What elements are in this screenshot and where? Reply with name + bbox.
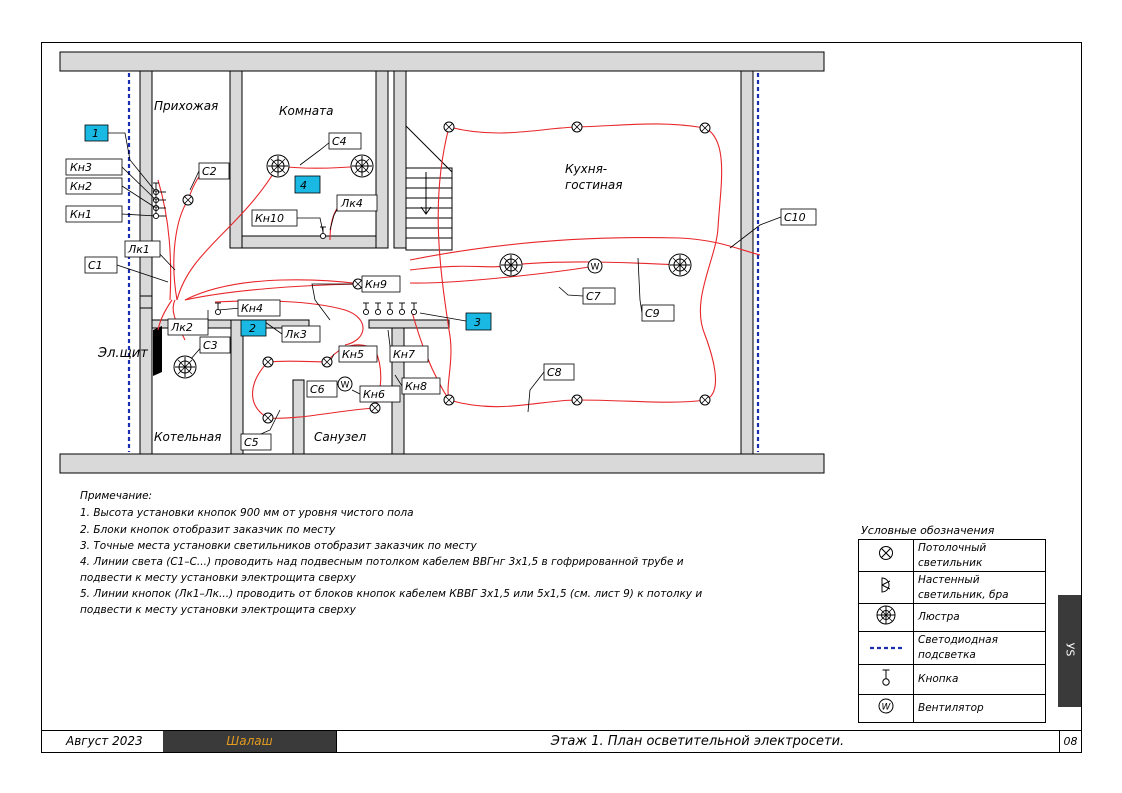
legend-text-6: Вентилятор xyxy=(918,702,984,714)
label-c10: С10 xyxy=(784,211,806,224)
label-lk1: Лк1 xyxy=(127,243,150,256)
label-lk4: Лк4 xyxy=(340,197,363,210)
legend-title: Условные обозначения xyxy=(861,524,995,537)
button-icon xyxy=(882,669,890,686)
label-c2: С2 xyxy=(202,165,217,178)
svg-text:1: 1 xyxy=(92,127,99,140)
label-c7: С7 xyxy=(586,290,601,303)
legend-table: Потолочный светильник Настенный светильник… xyxy=(858,539,1046,723)
label-kn1: Кн1 xyxy=(70,208,92,221)
note-2: 2. Блоки кнопок отобразит заказчик по ме… xyxy=(80,524,336,536)
label-kn5: Кн5 xyxy=(342,348,364,361)
ceiling-light-icon xyxy=(879,546,893,560)
switch-block-3: 3 xyxy=(465,312,492,331)
room-kitchen-line1: Кухня- xyxy=(565,162,607,176)
staircase xyxy=(405,125,453,251)
label-c4: С4 xyxy=(332,135,347,148)
label-c3: С3 xyxy=(203,339,218,352)
footer-date: Август 2023 xyxy=(66,734,143,748)
switch-block-1: 1 xyxy=(84,124,109,142)
note-5a: 5. Линии кнопок (Лк1–Лк...) проводить от… xyxy=(80,588,703,600)
label-lk2: Лк2 xyxy=(170,321,193,334)
label-kn4: Кн4 xyxy=(241,302,263,315)
legend-text-1b: светильник xyxy=(918,556,983,569)
legend-text-2a: Настенный xyxy=(918,573,980,586)
note-5b: подвести к месту установки электрощита с… xyxy=(80,604,356,616)
legend-row-fan: W Вентилятор xyxy=(858,694,1046,723)
room-boiler: Котельная xyxy=(154,430,221,444)
walls xyxy=(59,51,825,474)
legend-row-button: Кнопка xyxy=(858,664,1046,695)
label-c6: С6 xyxy=(310,383,325,396)
chandelier-icon xyxy=(876,605,896,625)
notes-title: Примечание: xyxy=(80,490,153,502)
legend-text-4b: подсветка xyxy=(918,649,976,661)
switch-block-4: 4 xyxy=(294,175,321,194)
label-kn10: Кн10 xyxy=(255,212,284,225)
note-4a: 4. Линии света (С1–С...) проводить над п… xyxy=(80,556,684,568)
side-tab-label: УS xyxy=(1063,642,1077,657)
sheet-frame xyxy=(41,42,1082,753)
legend-text-5: Кнопка xyxy=(918,673,959,685)
label-kn3: Кн3 xyxy=(70,161,92,174)
note-3: 3. Точные места установки светильников о… xyxy=(80,540,477,552)
svg-text:W: W xyxy=(882,703,892,713)
label-kn6: Кн6 xyxy=(363,388,385,401)
room-bathroom: Санузел xyxy=(314,430,366,444)
wiring xyxy=(157,123,761,419)
label-kn9: Кн9 xyxy=(365,278,387,291)
panel-label: Эл.щит xyxy=(97,346,148,361)
footer-project: Шалаш xyxy=(226,734,273,748)
legend-text-1a: Потолочный xyxy=(918,541,987,554)
label-kn2: Кн2 xyxy=(70,180,92,193)
room-kitchen-line2: гостиная xyxy=(565,178,622,192)
legend-row-ceiling-light: Потолочный светильник xyxy=(858,539,1046,572)
wall-light-icon xyxy=(881,577,891,593)
svg-text:4: 4 xyxy=(300,179,307,192)
footer-title: Этаж 1. План осветительной электросети. xyxy=(550,734,845,749)
note-1: 1. Высота установки кнопок 900 мм от уро… xyxy=(80,507,414,519)
side-tab xyxy=(1058,595,1081,707)
led-strip-icon xyxy=(870,646,902,649)
label-kn8: Кн8 xyxy=(405,380,427,393)
title-block xyxy=(163,731,1060,752)
footer-page: 08 xyxy=(1063,735,1078,748)
label-boxes xyxy=(65,132,817,451)
label-c9: С9 xyxy=(645,307,660,320)
label-c8: С8 xyxy=(547,366,562,379)
note-4b: подвести к месту установки электрощита с… xyxy=(80,572,356,584)
label-lk3: Лк3 xyxy=(284,328,307,341)
fan-icon: W xyxy=(878,698,894,714)
legend-text-4a: Светодиодная xyxy=(918,634,998,646)
switch-block-2: 2 xyxy=(240,319,267,337)
label-c5: С5 xyxy=(244,436,259,449)
led-strips xyxy=(127,73,760,452)
electric-panel xyxy=(153,326,162,376)
label-c1: С1 xyxy=(88,259,103,272)
svg-text:2: 2 xyxy=(249,322,256,335)
legend-text-3: Люстра xyxy=(918,611,960,623)
room-hall: Прихожая xyxy=(154,99,218,113)
svg-text:3: 3 xyxy=(474,316,481,329)
legend-text-2b: светильник, бра xyxy=(918,588,1009,601)
room-bedroom: Комната xyxy=(279,104,333,118)
legend-row-chandelier: Люстра xyxy=(858,603,1046,632)
label-kn7: Кн7 xyxy=(393,348,415,361)
legend-row-wall-light: Настенный светильник, бра xyxy=(858,571,1046,604)
legend-row-led: Светодиодная подсветка xyxy=(858,631,1046,665)
